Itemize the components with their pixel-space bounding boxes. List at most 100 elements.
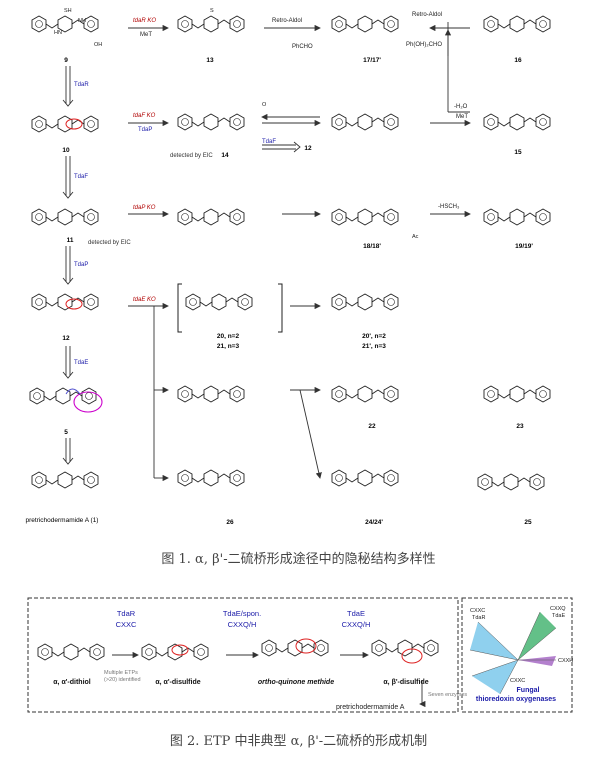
thioredoxin-tree: CXXC TdaR CXXQ TdaE CXXH CXXC Fungal thi…	[469, 606, 573, 703]
label-21: 21, n=3	[217, 343, 240, 350]
minus-h2o: -H₂O	[454, 104, 468, 110]
f2-identified: (>20) identified	[104, 677, 141, 683]
enz-tdaf-down: TdaF	[74, 174, 88, 180]
molecule-9	[31, 15, 99, 33]
molecule-18	[331, 208, 399, 226]
detected-11: detected by EIC	[88, 240, 131, 246]
atom-oh: OH	[94, 42, 102, 48]
label-17: 17/17'	[363, 57, 381, 64]
minus-hsch3: -HSCH₃	[438, 204, 460, 210]
label-25: 25	[524, 519, 532, 526]
tree-cxxq: CXXQ	[550, 606, 566, 612]
atom-sh: SH	[64, 8, 72, 14]
magenta-disulfide-ring	[73, 391, 103, 413]
label-19: 19/19'	[515, 243, 533, 250]
molecule-16	[483, 15, 551, 33]
f2-enz3-motif: CXXQ/H	[342, 620, 371, 629]
molecule-col3-r2	[331, 113, 399, 131]
label-20p: 20', n=2	[362, 333, 386, 340]
f2-multi: Multiple ETPs	[104, 670, 138, 676]
tree-title1: Fungal	[517, 687, 540, 694]
enz-met: MeT	[140, 32, 152, 38]
label-22: 22	[368, 423, 376, 430]
molecule-pretri	[31, 471, 99, 489]
label-12b: 12	[304, 145, 312, 152]
tree-box	[461, 597, 573, 713]
molecule-26	[177, 469, 245, 487]
label-14: 14	[221, 152, 229, 159]
atom-s: S	[210, 8, 214, 14]
f2-enz1-name: TdaR	[117, 609, 136, 618]
f2-s2: α, α'-disulfide	[155, 679, 200, 686]
f2-enz2-name: TdaE/spon.	[223, 609, 261, 618]
molecule-col2-r5	[177, 385, 245, 403]
atom-hn: HN	[54, 30, 62, 36]
molecule-23	[483, 385, 551, 403]
label-15: 15	[514, 149, 522, 156]
molecule-14	[177, 113, 245, 131]
label-18: 18/18'	[363, 243, 381, 250]
down-arrows	[62, 66, 74, 465]
tree-title2: thioredoxin oxygenases	[476, 696, 556, 703]
label-21p: 21', n=3	[362, 343, 386, 350]
figure2-caption: 图 2. ETP 中非典型 α, β'-二硫桥的形成机制	[169, 734, 428, 749]
figure1-caption: 图 1. α, β'-二硫桥形成途径中的隐秘结构多样性	[161, 552, 436, 567]
molecule-20p	[331, 293, 399, 311]
molecule-17	[331, 15, 399, 33]
molecule-11	[31, 208, 99, 226]
enz-tdae-ko: tdaE KO	[133, 297, 156, 303]
phcho: PhCHO	[292, 44, 313, 50]
f2-seven: Seven enzymes	[428, 692, 467, 698]
label-20: 20, n=2	[217, 333, 240, 340]
enz-tdaf-ko: tdaF KO	[133, 113, 156, 119]
label-pretri: pretrichodermamide A (1)	[26, 517, 99, 524]
label-16: 16	[514, 57, 522, 64]
red-ring-10	[65, 118, 83, 130]
f2-product: pretrichodermamide A	[336, 704, 405, 711]
molecule-22	[331, 385, 399, 403]
f2-enz1-motif: CXXC	[116, 620, 137, 629]
molecule-13	[177, 15, 245, 33]
mechanism-box	[27, 597, 459, 713]
f2-s3: ortho-quinone methide	[258, 679, 334, 686]
atom-o: O	[262, 102, 267, 108]
molecule-25	[477, 473, 545, 491]
f2-enz3-name: TdaE	[347, 609, 365, 618]
f2-s4: α, β'-disulfide	[383, 679, 428, 686]
figure2: TdaR CXXC TdaE/spon. CXXQ/H TdaE CXXQ/H …	[27, 597, 573, 713]
label-9: 9	[64, 57, 68, 64]
f2-enz2-motif: CXXQ/H	[228, 620, 257, 629]
molecule-5	[29, 387, 97, 405]
enz-tdaf-mid: TdaF	[262, 139, 276, 145]
label-26: 26	[226, 519, 234, 526]
label-12: 12	[62, 335, 70, 342]
met-2: MeT	[456, 114, 468, 120]
enz-tdar-ko: tdaR KO	[133, 18, 156, 24]
molecule-20-21	[185, 293, 253, 311]
tree-cxxc2: CXXC	[510, 678, 525, 684]
enz-tdar-down: TdaR	[74, 82, 89, 88]
label-10: 10	[62, 147, 70, 154]
retro-aldol-2: Retro-Aldol	[412, 12, 442, 18]
enz-tdap-ko: tdaP KO	[133, 205, 156, 211]
molecule-col2-r3	[177, 208, 245, 226]
molecule-10	[31, 115, 99, 133]
label-13: 13	[206, 57, 214, 64]
f2-s1: α, α'-dithiol	[53, 679, 91, 686]
tree-tdae: TdaE	[552, 613, 565, 619]
tree-cxxh: CXXH	[558, 658, 573, 664]
molecule-quinone	[261, 639, 329, 657]
figure1: 9 10 11 12 5 pretrichodermamide A (1) 13…	[26, 8, 551, 526]
molecule-19	[483, 208, 551, 226]
label-11: 11	[67, 237, 74, 244]
atom-nh: NH	[78, 18, 86, 24]
molecule-15	[483, 113, 551, 131]
retro-aldol-1: Retro-Aldol	[272, 18, 302, 24]
detected-14: detected by EIC	[170, 153, 213, 159]
enz-tdap-label: TdaP	[138, 127, 152, 133]
tree-cxxc: CXXC	[470, 608, 485, 614]
atom-ac: Ac	[412, 234, 419, 240]
label-24: 24/24'	[365, 519, 383, 526]
molecule-24	[331, 469, 399, 487]
